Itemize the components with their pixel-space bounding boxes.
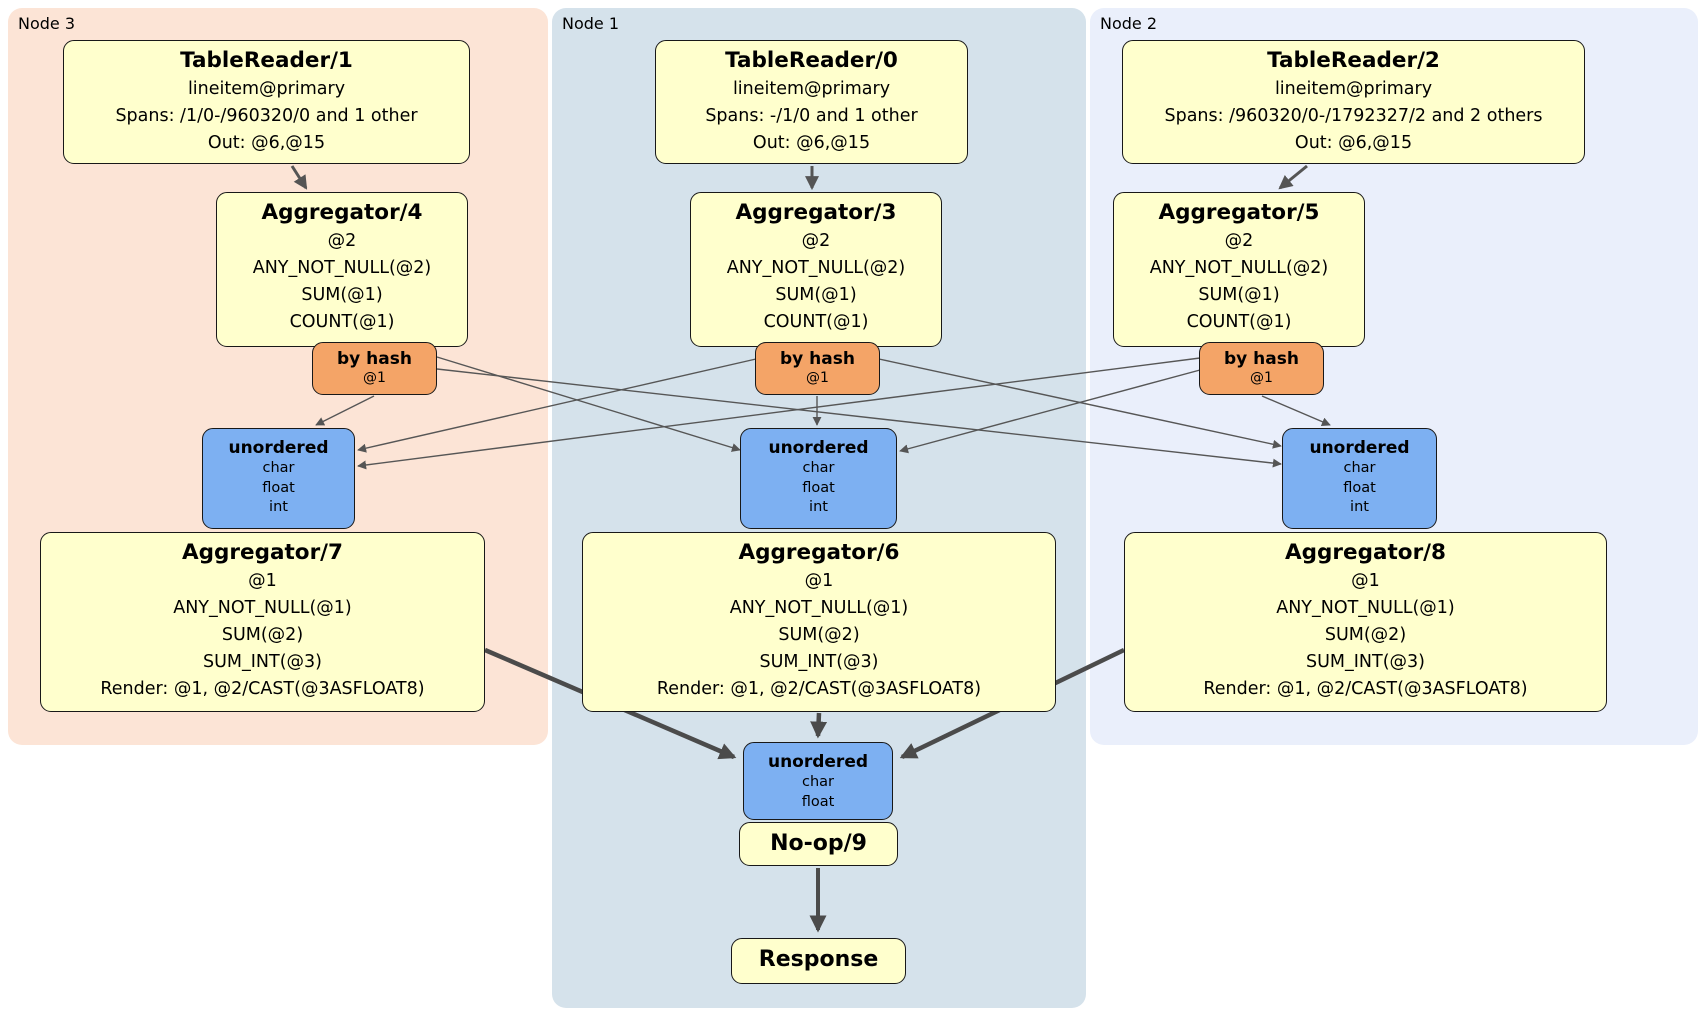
aggregator-8-fn3: SUM_INT(@3) (1306, 652, 1425, 672)
response-box: Response (731, 938, 906, 984)
noop-9-box: No-op/9 (739, 822, 898, 866)
router-byhash-node2: by hash @1 (1199, 342, 1324, 395)
aggregator-3-title: Aggregator/3 (735, 200, 897, 225)
sync-final-col1: char (801, 774, 834, 790)
aggregator-6-fn2: SUM(@2) (778, 625, 860, 645)
aggregator-5-fn1: ANY_NOT_NULL(@2) (1149, 258, 1329, 278)
edge-router3-sync1 (436, 356, 741, 452)
aggregator-4-group: @2 (327, 231, 357, 251)
aggregator-3-fn2: SUM(@1) (775, 285, 857, 305)
tablereader-0-index: lineitem@primary (732, 79, 891, 99)
aggregator-6-fn3: SUM_INT(@3) (759, 652, 879, 672)
aggregator-7-fn2: SUM(@2) (221, 625, 304, 645)
sync-node3-col2: float (262, 479, 295, 496)
aggregator-8-box: Aggregator/8 @1 ANY_NOT_NULL(@1) SUM(@2)… (1124, 532, 1607, 712)
tablereader-0-out: Out: @6,@15 (752, 133, 871, 153)
aggregator-7-render: Render: @1, @2/CAST(@3ASFLOAT8) (100, 679, 425, 699)
node3-region-label: Node 3 (18, 14, 76, 33)
edge-router2-sync1 (899, 369, 1201, 454)
edge-router3-sync2 (436, 368, 1282, 468)
aggregator-3-fn3: COUNT(@1) (763, 312, 869, 332)
sync-node1-col1: char (802, 460, 835, 476)
sync-unordered-final: unordered char float (743, 742, 893, 820)
tablereader-1-spans: Spans: /1/0-/960320/0 and 1 other (115, 106, 418, 126)
sync-node1-col3: int (809, 499, 828, 515)
router-byhash-node1-key: @1 (806, 370, 829, 386)
noop-9-title: No-op/9 (770, 831, 867, 856)
aggregator-8-title: Aggregator/8 (1285, 540, 1446, 565)
router-byhash-node2-title: by hash (1224, 349, 1299, 369)
router-byhash-node3-key: @1 (363, 370, 386, 386)
tablereader-2-box: TableReader/2 lineitem@primary Spans: /9… (1122, 40, 1585, 164)
sync-node3-col1: char (262, 460, 295, 476)
tablereader-1-index: lineitem@primary (187, 79, 346, 99)
edge-tablereader2-aggregator5 (1278, 164, 1308, 190)
aggregator-4-box: Aggregator/4 @2 ANY_NOT_NULL(@2) SUM(@1)… (216, 192, 468, 347)
aggregator-5-box: Aggregator/5 @2 ANY_NOT_NULL(@2) SUM(@1)… (1113, 192, 1365, 347)
sync-unordered-node3: unordered char float int (202, 428, 355, 529)
tablereader-0-box: TableReader/0 lineitem@primary Spans: -/… (655, 40, 968, 164)
aggregator-4-fn3: COUNT(@1) (289, 312, 395, 332)
aggregator-4-fn2: SUM(@1) (301, 285, 383, 305)
aggregator-7-title: Aggregator/7 (182, 540, 343, 565)
sync-node2-col2: float (1343, 479, 1376, 496)
aggregator-8-group: @1 (1351, 571, 1380, 591)
aggregator-6-title: Aggregator/6 (738, 540, 900, 565)
edge-router1-sync3 (357, 358, 757, 453)
aggregator-5-group: @2 (1224, 231, 1254, 251)
router-byhash-node1: by hash @1 (755, 342, 880, 395)
sync-node1-col2: float (802, 479, 835, 496)
aggregator-7-group: @1 (248, 571, 277, 591)
tablereader-2-index: lineitem@primary (1274, 79, 1433, 99)
sync-unordered-node2-title: unordered (1309, 438, 1410, 458)
node1-region-label: Node 1 (562, 14, 620, 33)
node2-region-label: Node 2 (1100, 14, 1158, 33)
aggregator-3-fn1: ANY_NOT_NULL(@2) (726, 258, 906, 278)
tablereader-2-title: TableReader/2 (1267, 48, 1440, 73)
tablereader-1-out: Out: @6,@15 (207, 133, 326, 153)
edge-router2-sync3 (357, 357, 1201, 470)
aggregator-4-title: Aggregator/4 (261, 200, 423, 225)
router-byhash-node3-title: by hash (337, 349, 412, 369)
edge-router2-sync2 (1261, 395, 1331, 426)
sync-unordered-node1-title: unordered (768, 438, 869, 458)
tablereader-0-spans: Spans: -/1/0 and 1 other (705, 106, 918, 126)
tablereader-2-spans: Spans: /960320/0-/1792327/2 and 2 others (1164, 106, 1543, 126)
aggregator-8-fn1: ANY_NOT_NULL(@1) (1276, 598, 1455, 618)
aggregator-7-fn3: SUM_INT(@3) (203, 652, 322, 672)
sync-final-col2: float (801, 793, 835, 810)
sync-node3-col3: int (269, 499, 288, 515)
edge-tablereader1-aggregator4 (290, 165, 308, 190)
aggregator-6-group: @1 (804, 571, 834, 591)
response-title: Response (758, 947, 879, 972)
aggregator-6-box: Aggregator/6 @1 ANY_NOT_NULL(@1) SUM(@2)… (582, 532, 1056, 712)
aggregator-6-render: Render: @1, @2/CAST(@3ASFLOAT8) (656, 679, 982, 699)
router-byhash-node2-key: @1 (1250, 370, 1273, 386)
tablereader-2-out: Out: @6,@15 (1294, 133, 1413, 153)
tablereader-0-title: TableReader/0 (725, 48, 898, 73)
sync-unordered-node2: unordered char float int (1282, 428, 1437, 529)
sync-unordered-final-title: unordered (767, 752, 869, 772)
router-byhash-node3: by hash @1 (312, 342, 437, 395)
aggregator-8-fn2: SUM(@2) (1324, 625, 1407, 645)
tablereader-1-title: TableReader/1 (180, 48, 353, 73)
sync-node2-col3: int (1350, 499, 1369, 515)
aggregator-8-render: Render: @1, @2/CAST(@3ASFLOAT8) (1203, 679, 1528, 699)
aggregator-5-title: Aggregator/5 (1158, 200, 1320, 225)
edge-aggregator6-finalsync (810, 712, 828, 739)
tablereader-1-box: TableReader/1 lineitem@primary Spans: /1… (63, 40, 470, 164)
router-byhash-node1-title: by hash (780, 349, 855, 369)
sync-unordered-node1: unordered char float int (740, 428, 897, 529)
sync-node2-col1: char (1343, 460, 1376, 476)
aggregator-7-box: Aggregator/7 @1 ANY_NOT_NULL(@1) SUM(@2)… (40, 532, 485, 712)
sync-unordered-node3-title: unordered (228, 438, 329, 458)
aggregator-5-fn3: COUNT(@1) (1186, 312, 1292, 332)
aggregator-7-fn1: ANY_NOT_NULL(@1) (173, 598, 352, 618)
aggregator-6-fn1: ANY_NOT_NULL(@1) (729, 598, 909, 618)
aggregator-5-fn2: SUM(@1) (1198, 285, 1280, 305)
aggregator-4-fn1: ANY_NOT_NULL(@2) (252, 258, 432, 278)
edge-router3-sync3 (315, 395, 375, 426)
aggregator-3-box: Aggregator/3 @2 ANY_NOT_NULL(@2) SUM(@1)… (690, 192, 942, 347)
aggregator-3-group: @2 (801, 231, 831, 251)
